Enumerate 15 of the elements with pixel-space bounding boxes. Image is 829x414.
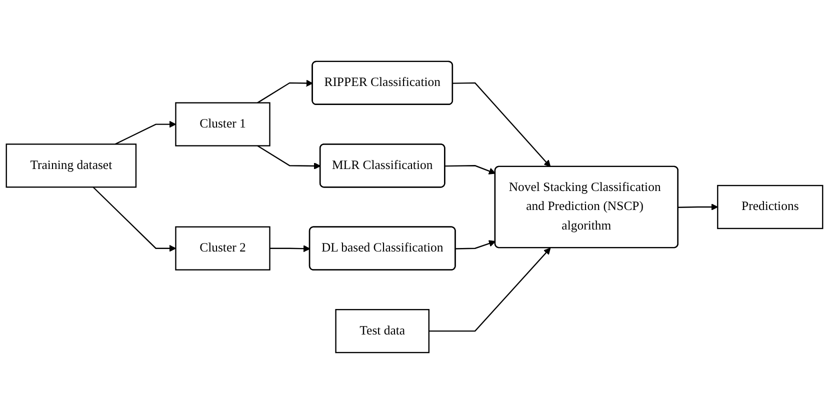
node-box: Cluster 1	[175, 102, 270, 146]
arrow	[452, 82, 551, 168]
node-box: Test data	[335, 309, 430, 354]
arrow	[428, 248, 551, 332]
node-box: Training dataset	[6, 144, 137, 188]
arrow	[270, 245, 310, 252]
node-box: Predictions	[717, 184, 824, 230]
arrow	[92, 186, 176, 252]
node-box: Cluster 2	[175, 226, 270, 270]
arrow	[678, 204, 718, 210]
arrow	[456, 240, 496, 250]
arrow	[257, 80, 313, 104]
arrow	[114, 120, 176, 145]
arrow	[257, 145, 321, 170]
arrow	[445, 165, 496, 174]
